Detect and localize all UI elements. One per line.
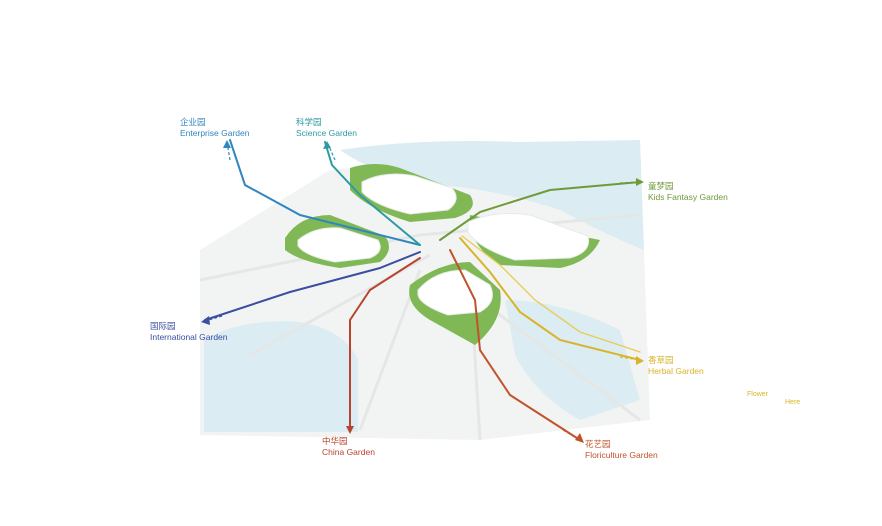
- building-east: [467, 213, 590, 261]
- label-herbal-en: Herbal Garden: [648, 366, 704, 376]
- label-international-en: International Garden: [150, 332, 228, 342]
- label-science-zh: 科学园: [296, 118, 322, 128]
- label-science-en: Science Garden: [296, 128, 357, 138]
- route-kids: [439, 181, 641, 241]
- label-kids-zh: 童梦园: [648, 182, 674, 192]
- label-herbal-garden: 香草园 Herbal Garden: [648, 356, 704, 376]
- label-international-zh: 国际园: [150, 322, 176, 332]
- label-kids-en: Kids Fantasy Garden: [648, 192, 728, 202]
- building-south: [417, 269, 493, 316]
- label-enterprise-en: Enterprise Garden: [180, 128, 250, 138]
- label-floriculture-zh: 花艺园: [585, 440, 611, 450]
- legend-note: Flower Here: [747, 390, 800, 408]
- route-lines: [204, 139, 641, 441]
- water-left: [204, 321, 358, 432]
- label-herbal-zh: 香草园: [648, 356, 674, 366]
- route-china: [349, 257, 421, 431]
- legend-line1: Flower: [747, 391, 769, 398]
- route-science: [324, 141, 421, 246]
- label-china-en: China Garden: [322, 447, 375, 457]
- label-floriculture-en: Floriculture Garden: [585, 450, 658, 460]
- label-china-zh: 中华园: [322, 437, 348, 447]
- roads: [199, 213, 641, 441]
- route-herbal: [459, 237, 641, 361]
- label-enterprise-zh: 企业园: [180, 118, 206, 128]
- arrow-heads: [201, 140, 644, 443]
- label-enterprise-garden: 企业园 Enterprise Garden: [180, 118, 249, 138]
- buildings: [297, 173, 590, 316]
- route-enterprise: [229, 139, 421, 246]
- legend-line2: Here: [785, 399, 801, 406]
- label-china-garden: 中华园 China Garden: [322, 437, 375, 457]
- water-top: [340, 140, 644, 250]
- building-north: [361, 173, 457, 215]
- label-kids-garden: 童梦园 Kids Fantasy Garden: [648, 182, 728, 202]
- route-floriculture: [449, 249, 581, 441]
- label-floriculture-garden: 花艺园 Floriculture Garden: [585, 440, 658, 460]
- label-international-garden: 国际园 International Garden: [150, 322, 228, 342]
- route-herbal-2: [461, 235, 641, 353]
- building-west: [297, 227, 381, 263]
- label-science-garden: 科学园 Science Garden: [296, 118, 357, 138]
- route-international: [204, 251, 421, 321]
- water-right: [505, 300, 640, 420]
